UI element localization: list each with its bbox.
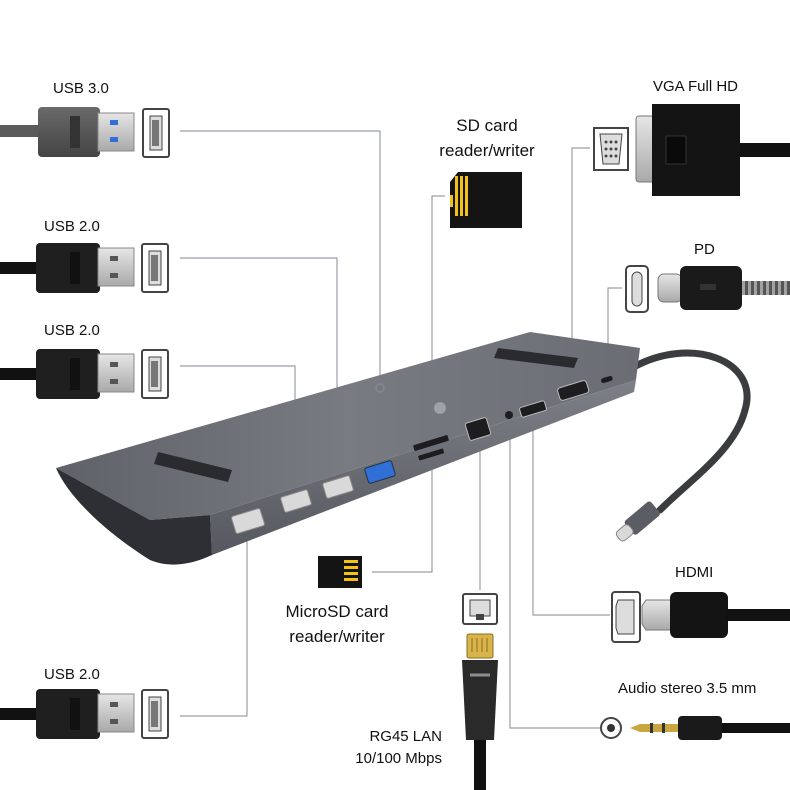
label-sd: SD card reader/writer bbox=[422, 114, 552, 163]
hub-front-face bbox=[210, 380, 636, 555]
hub-underside bbox=[56, 468, 212, 565]
rj45-port-icon bbox=[462, 593, 498, 625]
hub-slot-microsd bbox=[418, 448, 445, 461]
leader-lines bbox=[180, 130, 622, 729]
label-microsd: MicroSD card reader/writer bbox=[272, 600, 402, 649]
label-usb20-b: USB 2.0 bbox=[44, 322, 100, 339]
hub-port-rj45 bbox=[464, 417, 492, 441]
hub-port-audio bbox=[505, 411, 513, 419]
hub-port-usb20-a bbox=[322, 475, 354, 499]
hub-port-usb30 bbox=[364, 460, 396, 484]
usb20-c-port-icon bbox=[141, 689, 169, 739]
label-usb20-a: USB 2.0 bbox=[44, 218, 100, 235]
usb-c-pd-plug-icon bbox=[657, 266, 790, 310]
usb20-c-plug-icon bbox=[0, 689, 135, 739]
usb20-b-port-icon bbox=[141, 349, 169, 399]
hub-port-usb20-c bbox=[231, 508, 265, 534]
hub-slot-sd bbox=[413, 435, 449, 451]
microsd-card-icon bbox=[318, 556, 362, 588]
hub-foot-left bbox=[154, 452, 232, 482]
leader-audio bbox=[509, 420, 600, 729]
hub-logo bbox=[434, 402, 446, 414]
leader-vga bbox=[571, 147, 590, 380]
label-rj45-line2: 10/100 Mbps bbox=[355, 749, 442, 767]
label-rj45: RG45 LAN 10/100 Mbps bbox=[348, 726, 442, 770]
hub-port-usbc bbox=[601, 375, 613, 384]
hub-ce-mark bbox=[375, 383, 385, 393]
hub-port-usb20-b bbox=[280, 489, 312, 513]
hub-foot-right bbox=[494, 348, 578, 368]
label-sd-line2: reader/writer bbox=[439, 140, 535, 160]
label-usb30: USB 3.0 bbox=[53, 80, 109, 97]
label-audio: Audio stereo 3.5 mm bbox=[618, 680, 757, 697]
leader-hdmi bbox=[532, 410, 610, 616]
label-sd-line1: SD card bbox=[456, 116, 518, 135]
docking-hub bbox=[56, 332, 751, 565]
audio-jack-icon bbox=[600, 717, 622, 739]
usb-c-port-icon bbox=[625, 265, 649, 313]
rj45-plug-icon bbox=[462, 633, 498, 790]
hdmi-plug-icon bbox=[641, 592, 790, 638]
hub-cable bbox=[628, 349, 751, 514]
hub-port-hdmi bbox=[519, 400, 547, 418]
label-vga: VGA Full HD bbox=[653, 78, 739, 95]
label-pd: PD bbox=[694, 241, 715, 258]
vga-port-icon bbox=[593, 127, 629, 171]
leader-microsd bbox=[372, 455, 433, 573]
usb20-a-plug-icon bbox=[0, 243, 135, 293]
label-rj45-line1: RG45 LAN bbox=[369, 728, 442, 745]
hub-port-vga bbox=[557, 380, 590, 401]
label-microsd-line1: MicroSD card bbox=[285, 602, 389, 621]
label-hdmi: HDMI bbox=[675, 564, 714, 581]
usb20-b-plug-icon bbox=[0, 349, 135, 399]
leader-usb30 bbox=[180, 130, 381, 470]
label-microsd-line2: reader/writer bbox=[289, 626, 385, 646]
vga-plug-icon bbox=[635, 104, 790, 196]
usb30-plug-icon bbox=[0, 107, 135, 157]
sd-card-icon bbox=[450, 172, 522, 228]
leader-usb20-c bbox=[180, 520, 248, 717]
hdmi-port-icon bbox=[611, 591, 641, 643]
audio-plug-icon bbox=[630, 716, 790, 740]
usb20-a-port-icon bbox=[141, 243, 169, 293]
label-usb20-c: USB 2.0 bbox=[44, 666, 100, 683]
usb-c-host-plug bbox=[615, 501, 660, 542]
usb30-port-icon bbox=[142, 108, 170, 158]
